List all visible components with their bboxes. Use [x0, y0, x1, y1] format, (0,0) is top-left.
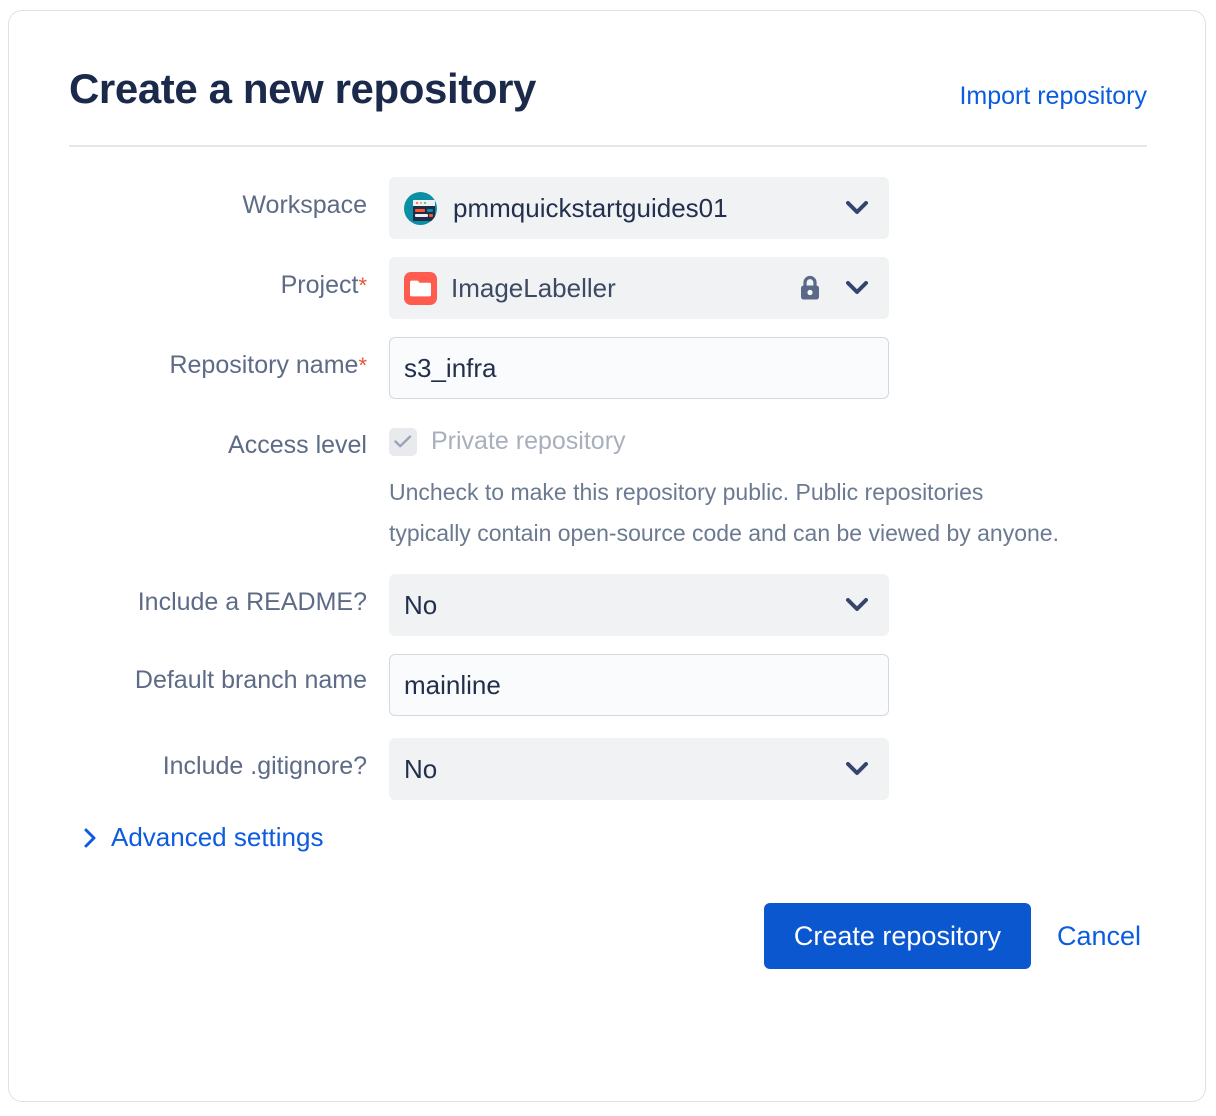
- repository-name-input[interactable]: [389, 337, 889, 399]
- import-repository-link[interactable]: Import repository: [959, 82, 1147, 110]
- lock-icon: [798, 274, 822, 302]
- repository-name-field: [389, 337, 1147, 399]
- include-readme-label-text: Include a README?: [137, 588, 367, 616]
- advanced-settings-label: Advanced settings: [111, 822, 324, 852]
- project-required-marker: *: [358, 273, 367, 298]
- include-gitignore-field: No: [389, 738, 1147, 800]
- chevron-down-icon: [846, 281, 868, 295]
- project-row: Project* ImageLabeller: [69, 257, 1147, 319]
- repository-name-label-text: Repository name: [169, 351, 359, 379]
- create-repository-button[interactable]: Create repository: [763, 903, 1031, 969]
- workspace-value: pmmquickstartguides01: [453, 192, 728, 223]
- private-repository-checkbox[interactable]: [389, 427, 417, 456]
- private-repository-checkbox-wrap[interactable]: Private repository: [389, 417, 1147, 456]
- access-level-label: Access level: [69, 417, 389, 461]
- access-level-label-text: Access level: [228, 431, 367, 459]
- default-branch-name-field: [389, 654, 1147, 716]
- folder-icon: [404, 271, 437, 305]
- card-inner: Create a new repository Import repositor…: [69, 63, 1147, 969]
- create-repository-card: Create a new repository Import repositor…: [8, 10, 1206, 1102]
- access-level-help-text: Uncheck to make this repository public. …: [389, 479, 1059, 546]
- card-footer: Create repository Cancel: [69, 903, 1147, 969]
- include-gitignore-select[interactable]: No: [389, 738, 889, 800]
- default-branch-name-label-text: Default branch name: [134, 666, 367, 694]
- repository-form: Workspace pmmquickstartguides01: [69, 177, 1147, 853]
- include-readme-label: Include a README?: [69, 574, 389, 618]
- include-readme-row: Include a README? No: [69, 574, 1147, 636]
- include-readme-select[interactable]: No: [389, 574, 889, 636]
- include-gitignore-label: Include .gitignore?: [69, 738, 389, 782]
- workspace-label: Workspace: [69, 177, 389, 221]
- include-gitignore-row: Include .gitignore? No: [69, 738, 1147, 800]
- include-readme-field: No: [389, 574, 1147, 636]
- advanced-settings-toggle[interactable]: Advanced settings: [83, 822, 1147, 853]
- repository-name-row: Repository name*: [69, 337, 1147, 399]
- include-gitignore-label-text: Include .gitignore?: [162, 752, 367, 780]
- default-branch-name-row: Default branch name: [69, 654, 1147, 716]
- workspace-select[interactable]: pmmquickstartguides01: [389, 177, 889, 239]
- page-title: Create a new repository: [69, 65, 536, 112]
- chevron-down-icon: [846, 201, 868, 215]
- private-repository-label: Private repository: [431, 427, 626, 455]
- cancel-button[interactable]: Cancel: [1051, 920, 1147, 953]
- default-branch-name-label: Default branch name: [69, 654, 389, 696]
- project-label-text: Project: [280, 271, 359, 299]
- chevron-down-icon: [846, 762, 868, 776]
- workspace-avatar-icon: [404, 191, 437, 225]
- project-label: Project*: [69, 257, 389, 302]
- chevron-down-icon: [846, 598, 868, 612]
- access-level-row: Access level Private repository Uncheck …: [69, 417, 1147, 554]
- header-divider: [69, 145, 1147, 147]
- include-gitignore-value: No: [404, 753, 438, 784]
- project-value: ImageLabeller: [451, 272, 616, 303]
- workspace-row: Workspace pmmquickstartguides01: [69, 177, 1147, 239]
- project-field: ImageLabeller: [389, 257, 1147, 319]
- workspace-field: pmmquickstartguides01: [389, 177, 1147, 239]
- include-readme-value: No: [404, 589, 438, 620]
- card-header: Create a new repository Import repositor…: [69, 63, 1147, 115]
- access-level-field: Private repository Uncheck to make this …: [389, 417, 1147, 554]
- repository-name-required-marker: *: [358, 353, 367, 378]
- project-select[interactable]: ImageLabeller: [389, 257, 889, 319]
- workspace-label-text: Workspace: [242, 191, 367, 219]
- default-branch-name-input[interactable]: [389, 654, 889, 716]
- repository-name-label: Repository name*: [69, 337, 389, 382]
- chevron-right-icon: [83, 828, 97, 848]
